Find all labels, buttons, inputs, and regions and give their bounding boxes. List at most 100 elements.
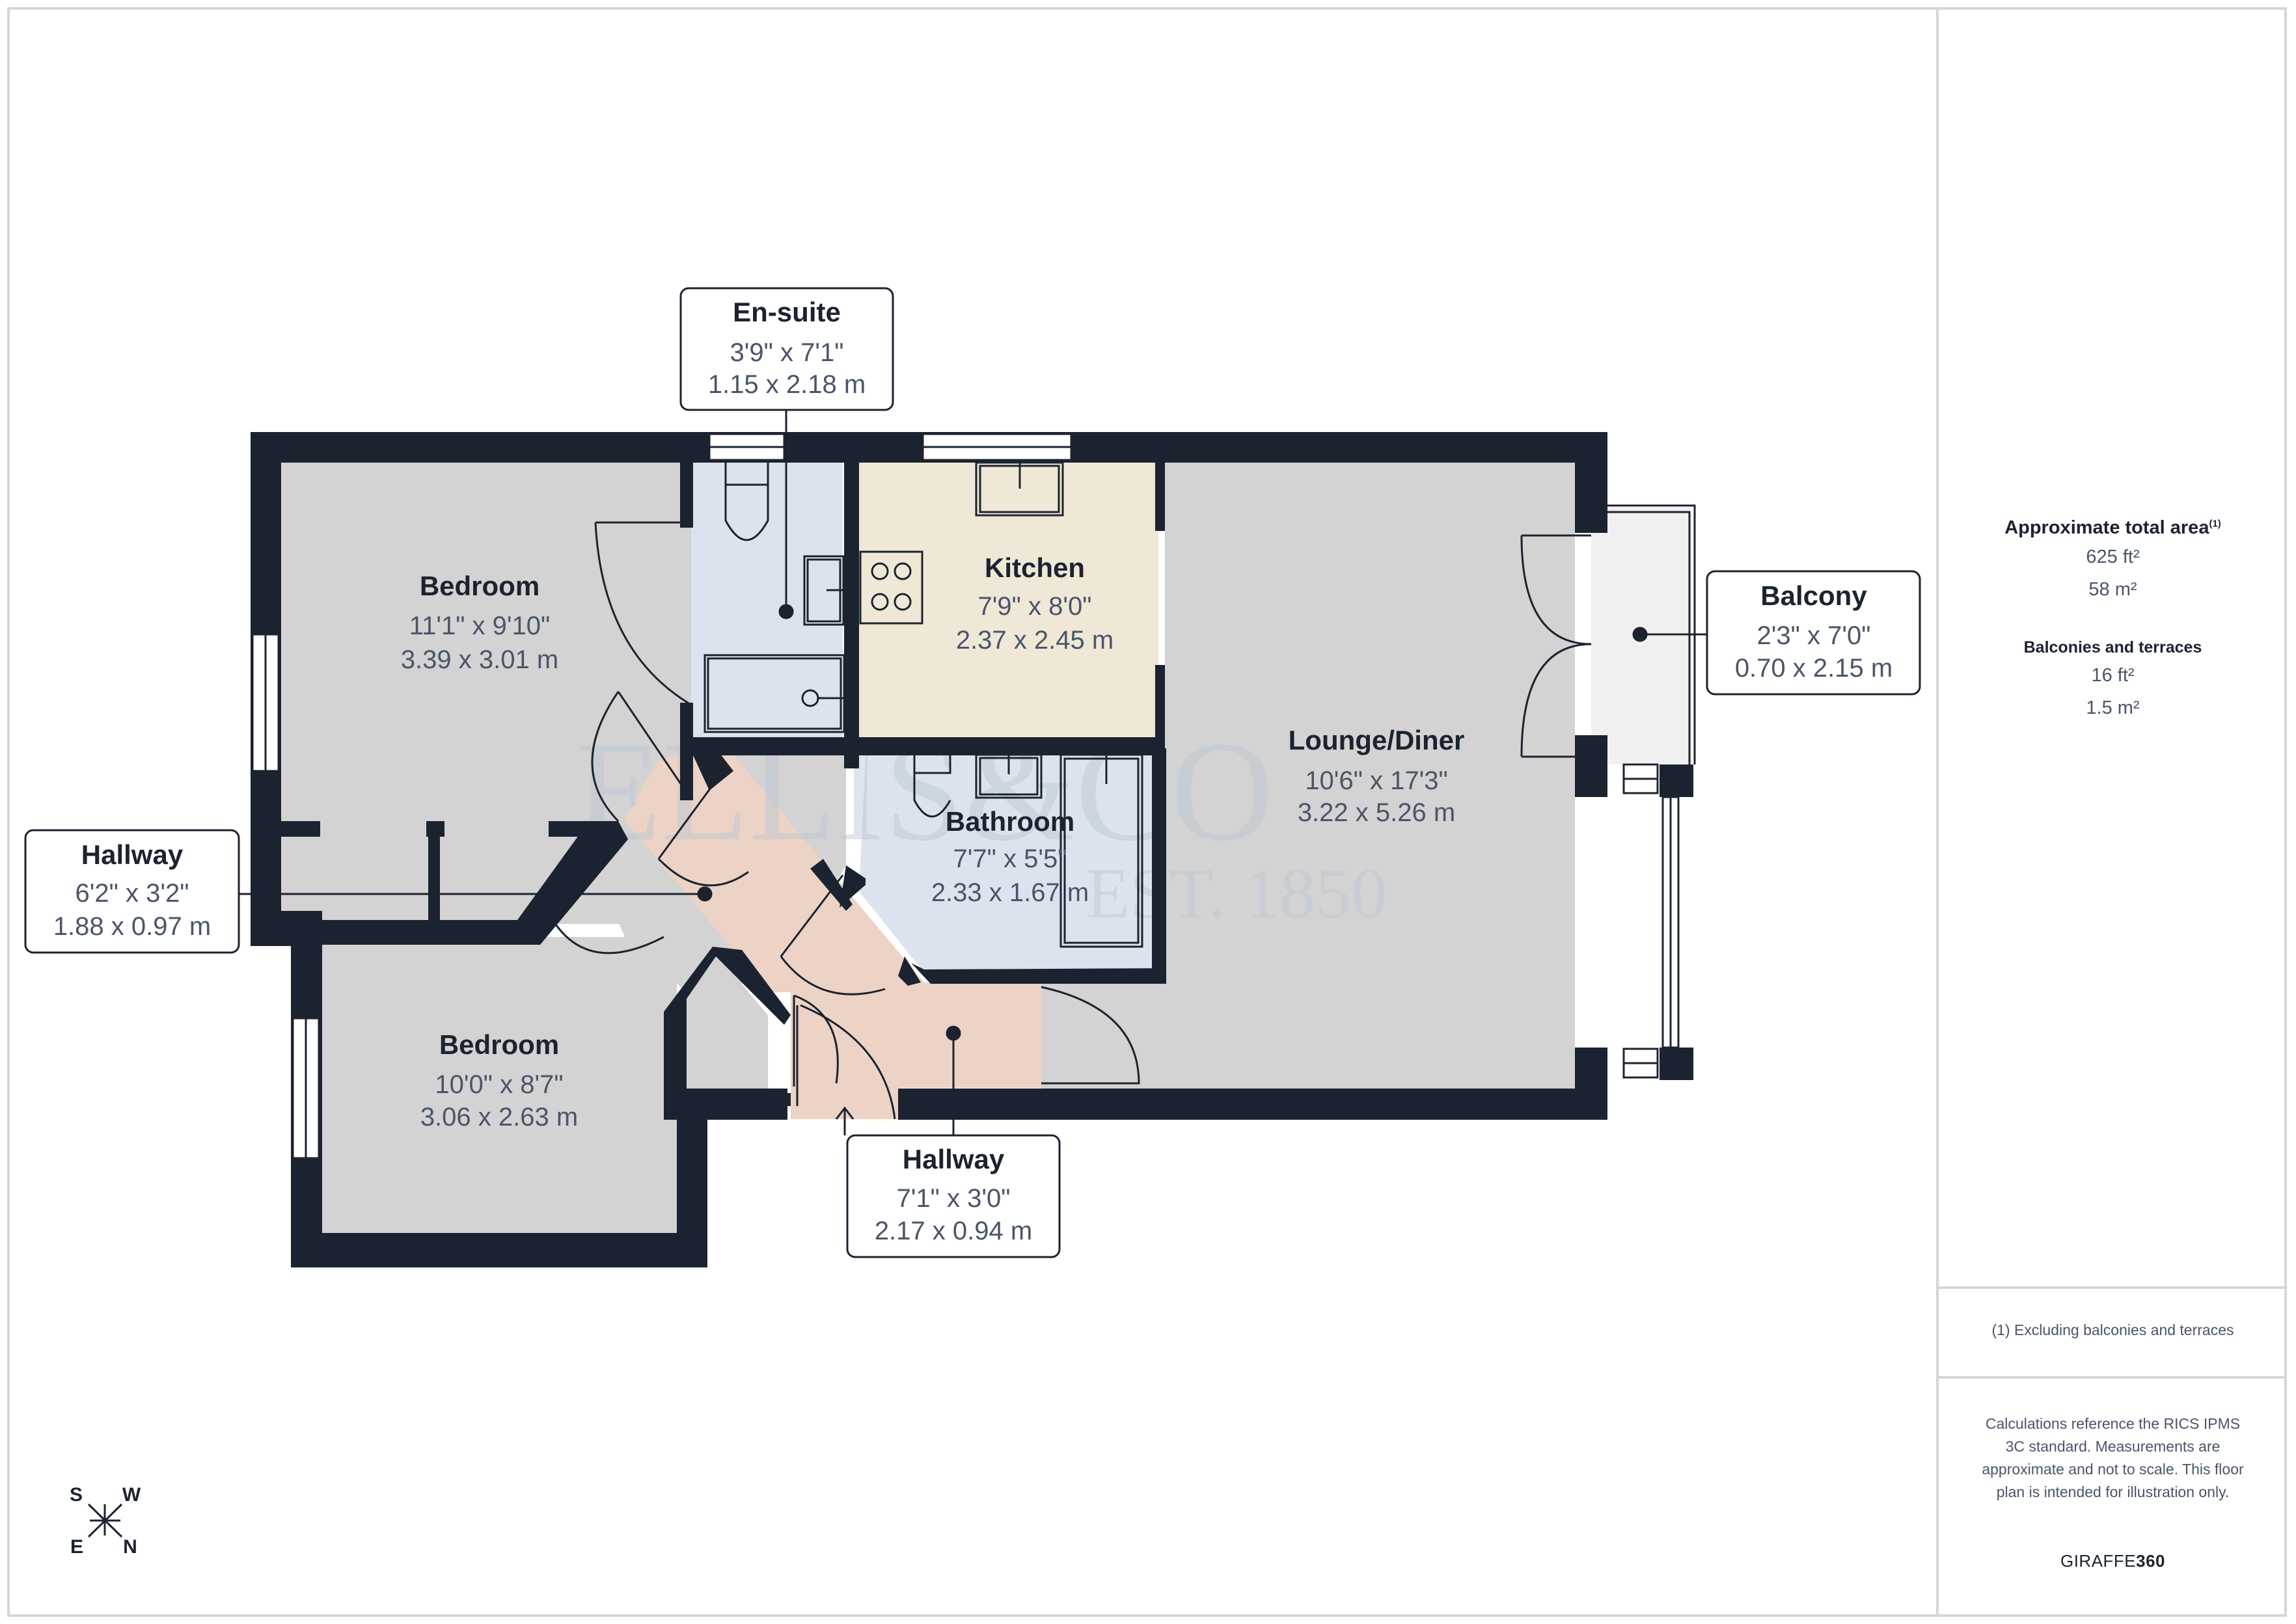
fixtures — [704, 461, 1143, 948]
callout-hallway-2-imperial: 7'1" x 3'0" — [897, 1184, 1011, 1213]
window-bedroom-1 — [251, 633, 267, 772]
callout-balcony: Balcony 2'3" x 7'0" 0.70 x 2.15 m — [1706, 570, 1921, 696]
label-bedroom-2-name: Bedroom — [439, 1029, 559, 1060]
window-en-suite — [708, 433, 786, 448]
window-lounge-side-inner — [1669, 796, 1680, 1049]
window-lounge-pier-bot — [1622, 1048, 1659, 1064]
compass-label-s: S — [70, 1484, 83, 1506]
brand-logo: GIRAFFE360 — [1939, 1551, 2287, 1571]
window-en-suite-inner — [708, 446, 786, 461]
info-panel: Approximate total area(1) 625 ft² 58 m² … — [1936, 7, 2287, 1617]
door-en-suite — [594, 521, 690, 705]
room-bedroom-2-fill — [322, 937, 677, 1233]
watermark-est: EST. 1850 — [1086, 854, 1387, 933]
door-lounge — [1041, 986, 1140, 1085]
balconies-ft: 16 ft² — [2091, 665, 2135, 686]
label-bedroom-1-name: Bedroom — [420, 571, 540, 601]
room-labels: Bedroom 11'1" x 9'10" 3.39 x 3.01 m Kitc… — [401, 552, 1465, 1131]
shower-en-suite-icon — [704, 654, 845, 733]
door-hall-inner — [657, 780, 749, 887]
callout-hallway-2-metric: 2.17 x 0.94 m — [875, 1217, 1032, 1245]
door-bathroom — [780, 874, 886, 995]
toilet-bathroom-icon — [913, 755, 951, 818]
total-area-m: 58 m² — [2088, 579, 2137, 600]
label-bedroom-1-metric: 3.39 x 3.01 m — [401, 645, 558, 674]
balcony-outline — [1607, 504, 1696, 765]
door-bedroom-1 — [591, 691, 688, 822]
anchor-hallway-1 — [697, 886, 713, 902]
callout-hallway-1: Hallway 6'2" x 3'2" 1.88 x 0.97 m — [24, 829, 240, 954]
window-bedroom-2 — [292, 1017, 307, 1159]
door-balcony-bottom — [1520, 643, 1592, 758]
window-lounge-pier-top2 — [1622, 778, 1659, 794]
compass-icon: S W E N — [70, 1484, 141, 1558]
total-area-title-text: Approximate total area — [2004, 517, 2209, 538]
label-kitchen-imperial: 7'9" x 8'0" — [978, 592, 1092, 621]
door-entrance — [796, 1004, 896, 1120]
label-bathroom-imperial: 7'7" x 5'5" — [953, 845, 1067, 873]
window-bedroom-1-inner — [264, 633, 280, 772]
door-swings — [552, 521, 1592, 1135]
entrance-arrow — [835, 1106, 854, 1135]
hob-kitchen-icon — [859, 550, 923, 625]
window-lounge-side — [1661, 796, 1672, 1049]
label-bedroom-1-imperial: 11'1" x 9'10" — [409, 612, 550, 640]
label-bathroom-name: Bathroom — [946, 806, 1074, 837]
toilet-en-suite-icon — [724, 463, 769, 541]
brand-bold: 360 — [2136, 1551, 2166, 1571]
room-lounge-diner-fill — [1165, 463, 1575, 1089]
callout-en-suite-metric: 1.15 x 2.18 m — [708, 370, 866, 399]
area-summary: Approximate total area(1) 625 ft² 58 m² … — [1939, 515, 2287, 724]
compass-label-w: W — [122, 1484, 141, 1506]
total-area-ft: 625 ft² — [2086, 547, 2140, 567]
page-frame — [7, 7, 2287, 1617]
room-en-suite-fill — [690, 463, 843, 737]
footnote: (1) Excluding balconies and terraces — [1991, 1321, 2234, 1338]
disclaimer: Calculations reference the RICS IPMS 3C … — [1982, 1415, 2244, 1500]
room-bathroom-fill — [859, 755, 1152, 973]
label-bathroom-metric: 2.33 x 1.67 m — [931, 878, 1089, 907]
compass-label-n: N — [123, 1536, 137, 1558]
door-bedroom-2 — [552, 850, 664, 954]
total-area-title: Approximate total area(1) — [1939, 515, 2287, 541]
room-kitchen-fill — [859, 463, 1158, 737]
callout-en-suite-name: En-suite — [733, 297, 841, 327]
total-area-footnote-ref: (1) — [2209, 518, 2221, 530]
label-leaders — [239, 410, 1707, 1135]
callout-balcony-metric: 0.70 x 2.15 m — [1735, 654, 1893, 683]
callout-hallway-2-name: Hallway — [903, 1144, 1005, 1174]
label-lounge-name: Lounge/Diner — [1289, 725, 1465, 755]
label-kitchen-metric: 2.37 x 2.45 m — [956, 626, 1114, 655]
watermark-brand: ELLIS&CO — [574, 712, 1274, 871]
callout-en-suite-imperial: 3'9" x 7'1" — [730, 338, 844, 367]
divider-top — [1939, 1286, 2287, 1289]
balconies-m: 1.5 m² — [2086, 697, 2140, 718]
window-lounge-pier-top — [1622, 763, 1659, 780]
divider-bottom — [1939, 1376, 2287, 1379]
room-lounge-corridor-fill — [1041, 982, 1171, 1089]
callout-hallway-2: Hallway 7'1" x 3'0" 2.17 x 0.94 m — [846, 1134, 1061, 1258]
callout-hallway-1-imperial: 6'2" x 3'2" — [75, 879, 189, 908]
label-bedroom-2-imperial: 10'0" x 8'7" — [435, 1070, 563, 1099]
callout-balcony-name: Balcony — [1760, 580, 1867, 611]
callout-hallway-1-name: Hallway — [81, 839, 184, 870]
compass-label-e: E — [70, 1536, 83, 1558]
balconies-title: Balconies and terraces — [2023, 638, 2202, 656]
label-lounge-imperial: 10'6" x 17'3" — [1305, 766, 1447, 795]
callout-balcony-imperial: 2'3" x 7'0" — [1757, 621, 1871, 650]
callout-en-suite: En-suite 3'9" x 7'1" 1.15 x 2.18 m — [679, 287, 894, 411]
door-balcony-top — [1520, 534, 1592, 645]
windows — [251, 433, 1680, 1159]
brand-light: GIRAFFE — [2060, 1551, 2137, 1571]
window-kitchen — [922, 433, 1073, 448]
anchor-hallway-2 — [946, 1025, 961, 1041]
room-hallway-2-fill — [625, 742, 1041, 1119]
door-closet — [793, 994, 839, 1087]
window-lounge-pier-bot2 — [1622, 1062, 1659, 1079]
callout-hallway-1-metric: 1.88 x 0.97 m — [53, 912, 211, 941]
window-kitchen-inner — [922, 446, 1073, 461]
window-bedroom-2-inner — [305, 1017, 320, 1159]
label-lounge-metric: 3.22 x 5.26 m — [1298, 798, 1455, 827]
anchor-balcony — [1632, 627, 1648, 642]
